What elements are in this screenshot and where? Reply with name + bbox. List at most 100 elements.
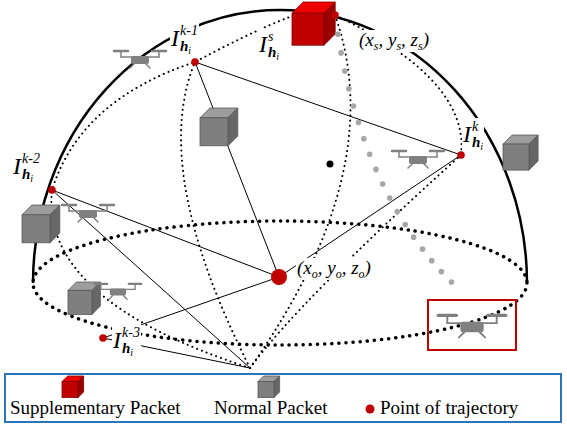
radius-line xyxy=(52,190,250,368)
label-base: I xyxy=(13,153,21,179)
cube-side xyxy=(50,205,60,243)
label-base: I xyxy=(259,31,267,57)
legend-text: Normal Packet xyxy=(214,397,327,419)
cube-front xyxy=(292,13,324,45)
normal-packet xyxy=(22,205,60,243)
drone-icon xyxy=(62,205,114,222)
drone-stroke xyxy=(78,218,82,222)
subscript: h xyxy=(180,38,188,54)
drone-stroke xyxy=(106,205,108,211)
cube-front xyxy=(258,382,274,398)
trajectory-dot xyxy=(335,31,341,37)
center-point xyxy=(271,269,287,285)
radius-line xyxy=(195,62,461,155)
coordinate-part: , z xyxy=(401,29,418,50)
trajectory-dot xyxy=(394,209,400,215)
drone-body xyxy=(131,56,149,64)
script-stack: khi xyxy=(472,118,483,150)
drone-icon xyxy=(392,151,444,168)
superscript: k-3 xyxy=(122,325,140,340)
subscript: h xyxy=(268,44,276,60)
coordinate-part: (x xyxy=(297,257,312,278)
trajectory-dot xyxy=(387,195,393,201)
sub-subscript: i xyxy=(30,173,33,184)
cube-side xyxy=(529,135,538,170)
trajectory-dot xyxy=(420,246,426,252)
cube-side xyxy=(228,108,238,146)
point-label: Ikhi xyxy=(462,118,484,150)
superscript: s xyxy=(268,29,273,44)
drone-stroke xyxy=(398,151,400,157)
drone-stroke xyxy=(120,51,122,57)
subscript-row: hi xyxy=(268,44,279,60)
cube-front xyxy=(503,144,529,170)
drone-stroke xyxy=(424,164,428,168)
subscript-row: hi xyxy=(472,134,483,150)
dotted-arc xyxy=(250,15,351,368)
cube-side xyxy=(92,282,100,314)
trajectory-dot xyxy=(373,167,379,173)
crossing-point xyxy=(327,161,334,168)
trajectory-dot xyxy=(342,68,348,74)
cube-front xyxy=(200,118,228,146)
coordinate-label: (xs, ys, zs) xyxy=(358,30,430,52)
subscript-row: hi xyxy=(180,38,198,54)
drone-stroke xyxy=(123,296,127,300)
script-stack: k-1hi xyxy=(180,22,198,54)
coordinate-subscript: s xyxy=(396,39,401,53)
superscript-row: k-2 xyxy=(22,150,40,166)
drone-stroke xyxy=(408,164,412,168)
legend-box xyxy=(5,374,561,422)
cube-side xyxy=(274,376,280,398)
point-label: Ik-1hi xyxy=(170,22,199,54)
superscript: k xyxy=(472,119,478,134)
superscript-row: k-3 xyxy=(122,324,140,340)
dotted-arc xyxy=(181,9,335,368)
normal-packet xyxy=(503,135,538,170)
script-stack: k-3hi xyxy=(122,324,140,356)
point-label: Ik-2hi xyxy=(12,150,41,182)
drone-stroke xyxy=(146,64,150,68)
drone-stroke xyxy=(480,332,485,337)
coordinate-subscript: s xyxy=(418,39,423,53)
coordinate-part: , y xyxy=(378,29,396,50)
trajectory-dot xyxy=(380,181,386,187)
label-base: I xyxy=(463,121,471,147)
coordinate-part: ) xyxy=(365,257,371,278)
coordinate-part: ) xyxy=(423,29,429,50)
cube-side xyxy=(78,376,84,398)
cube-side xyxy=(324,2,335,45)
subscript: h xyxy=(122,340,130,356)
drone-body xyxy=(409,156,427,164)
superscript: k-1 xyxy=(180,23,198,38)
sub-subscript: i xyxy=(480,141,483,152)
drone-stroke xyxy=(446,315,448,323)
normal-packet xyxy=(200,108,238,146)
legend-swatch xyxy=(258,376,280,398)
coordinate-part: , y xyxy=(318,257,336,278)
superscript-row: s xyxy=(268,28,279,44)
coordinate-label: (xo, yo, zo) xyxy=(296,258,372,280)
coordinate-part: , z xyxy=(342,257,359,278)
dotted-arc xyxy=(250,15,462,368)
drone-stroke xyxy=(436,151,438,157)
coordinate-subscript: s xyxy=(374,39,379,53)
cube-front xyxy=(68,290,92,314)
legend-text: Supplementary Packet xyxy=(10,397,180,419)
subscript-row: hi xyxy=(122,340,140,356)
drone-icon xyxy=(438,315,506,337)
trajectory-dot xyxy=(356,120,362,126)
trajectory-dot xyxy=(402,222,408,228)
superscript-row: k xyxy=(472,118,483,134)
trajectory-dot xyxy=(429,258,435,264)
trajectory-point xyxy=(191,58,199,66)
drone-stroke xyxy=(109,296,113,300)
drone-icon xyxy=(95,284,142,299)
superscript-row: k-1 xyxy=(180,22,198,38)
script-stack: shi xyxy=(268,28,279,60)
dome-outline xyxy=(33,10,527,283)
trajectory-dot xyxy=(346,86,352,92)
drone-stroke xyxy=(130,64,134,68)
radius-line xyxy=(52,190,279,277)
